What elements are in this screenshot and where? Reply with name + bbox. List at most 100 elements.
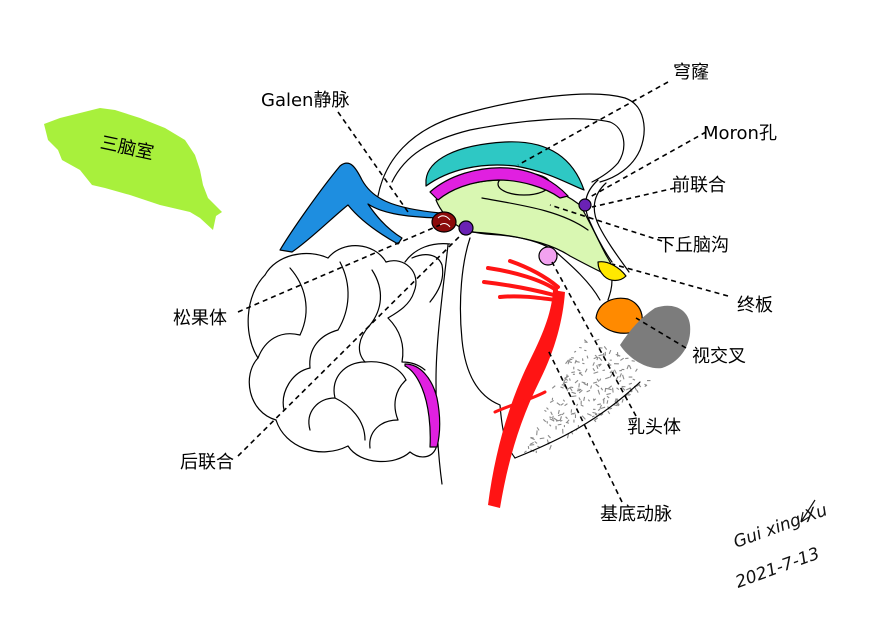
stipple-dash [593, 356, 598, 360]
signature-date: 2021-7-13 [733, 544, 823, 593]
stipple-dash [619, 373, 622, 378]
stipple-dash [565, 416, 568, 420]
stipple-dash [598, 363, 602, 367]
stipple-dash [581, 381, 586, 384]
leader-pineal-body [237, 224, 441, 313]
stipple-dash [593, 398, 597, 401]
stipple-dash [606, 400, 609, 404]
stria-medullaris-band [429, 167, 569, 201]
leader-fornix [517, 81, 669, 166]
stipple-dash [580, 404, 584, 407]
stipple-dash [606, 392, 611, 396]
stipple-dash [534, 441, 538, 444]
stipple-dash [609, 407, 613, 410]
stipple-dash [597, 403, 602, 406]
stipple-dash [568, 378, 571, 381]
stipple-dash [593, 371, 599, 374]
artery-branches [482, 259, 560, 414]
stipple-dash [549, 416, 552, 419]
stipple-dash [530, 437, 535, 441]
stipple-dash [577, 368, 581, 372]
stipple-dash [549, 424, 552, 427]
label-basilar-artery: 基底动脉 [600, 504, 672, 525]
stipple-dash [552, 415, 554, 420]
stipple-dash [571, 371, 576, 374]
stipple-dash [564, 377, 569, 381]
stipple-dash [592, 411, 596, 414]
stipple-dash [581, 415, 586, 420]
pineal-highlight [437, 215, 451, 228]
stipple-dash [574, 379, 579, 384]
label-galen-vein: Galen静脉 [261, 90, 349, 111]
leader-posterior-commissure [237, 233, 463, 457]
pituitary [620, 305, 691, 369]
stipple-dash [602, 397, 606, 401]
stipple-dash [616, 387, 620, 391]
stipple-dash [628, 382, 632, 385]
artery-branch [498, 294, 558, 302]
stipple-dash [561, 412, 565, 416]
stipple-dash [595, 338, 600, 342]
label-fornix: 穹窿 [673, 62, 709, 83]
stipple-dash [571, 391, 576, 395]
stipple-dash [565, 359, 569, 365]
stipple-dash [620, 357, 625, 361]
stipple-dash [597, 408, 601, 412]
stipple-dash [628, 365, 632, 370]
stipple-dash [583, 396, 586, 402]
leader-anterior-commissure [591, 187, 676, 208]
corpus-callosum-inner [391, 118, 625, 183]
mammillary-body [538, 246, 558, 266]
stipple-dash [565, 375, 569, 378]
colliculi [411, 254, 444, 303]
artery-branch-lower [493, 390, 547, 414]
stipple-dash [598, 354, 604, 357]
stipple-dash [613, 369, 617, 374]
stipple-dash [584, 368, 588, 373]
stipple-dash [571, 395, 577, 398]
stipple-dash [593, 381, 598, 384]
pons-stipple [523, 338, 651, 454]
stipple-dash [593, 417, 599, 421]
stipple-dash [551, 385, 556, 389]
stipple-dash [621, 387, 626, 391]
posterior-commissure [458, 220, 474, 236]
anterior-wall-outer [593, 182, 630, 273]
stipple-dash [609, 370, 613, 374]
stipple-dash [547, 434, 551, 439]
medullary-velum-band [404, 363, 441, 448]
stipple-dash [621, 398, 624, 403]
leader-lamina-terminalis [611, 263, 729, 297]
stipple-dash [635, 368, 638, 372]
stipple-dash [599, 378, 602, 382]
leader-foramen-monro [589, 131, 707, 198]
pineal-body [431, 211, 457, 233]
stipple-dash [598, 346, 603, 349]
pons-outline-front [514, 381, 641, 459]
stipple-dash [607, 410, 611, 415]
stipple-dash [619, 379, 622, 383]
stipple-dash [590, 385, 593, 389]
label-hypothalamic-sulcus: 下丘脑沟 [657, 235, 729, 256]
stipple-dash [578, 383, 580, 388]
stipple-dash [583, 339, 588, 343]
stipple-dash [555, 419, 561, 422]
stipple-dash [607, 388, 612, 391]
leader-hypothalamic-sulcus [549, 204, 663, 242]
stipple-dash [559, 416, 562, 421]
stipple-dash [549, 444, 552, 450]
stipple-dash [566, 419, 570, 424]
stipple-dash [632, 378, 636, 381]
stipple-dash [626, 364, 630, 370]
brainstem-posterior [435, 244, 449, 485]
stipple-dash [612, 370, 615, 374]
stipple-dash [615, 402, 620, 407]
stipple-dash [578, 371, 582, 375]
fornix [425, 141, 585, 191]
stipple-dash [577, 388, 582, 391]
anterior-wall-inner [584, 179, 613, 263]
stipple-dash [608, 385, 613, 389]
stipple-dash [595, 383, 600, 388]
leader-galen-vein [337, 111, 409, 213]
lamina-terminalis [597, 261, 627, 282]
